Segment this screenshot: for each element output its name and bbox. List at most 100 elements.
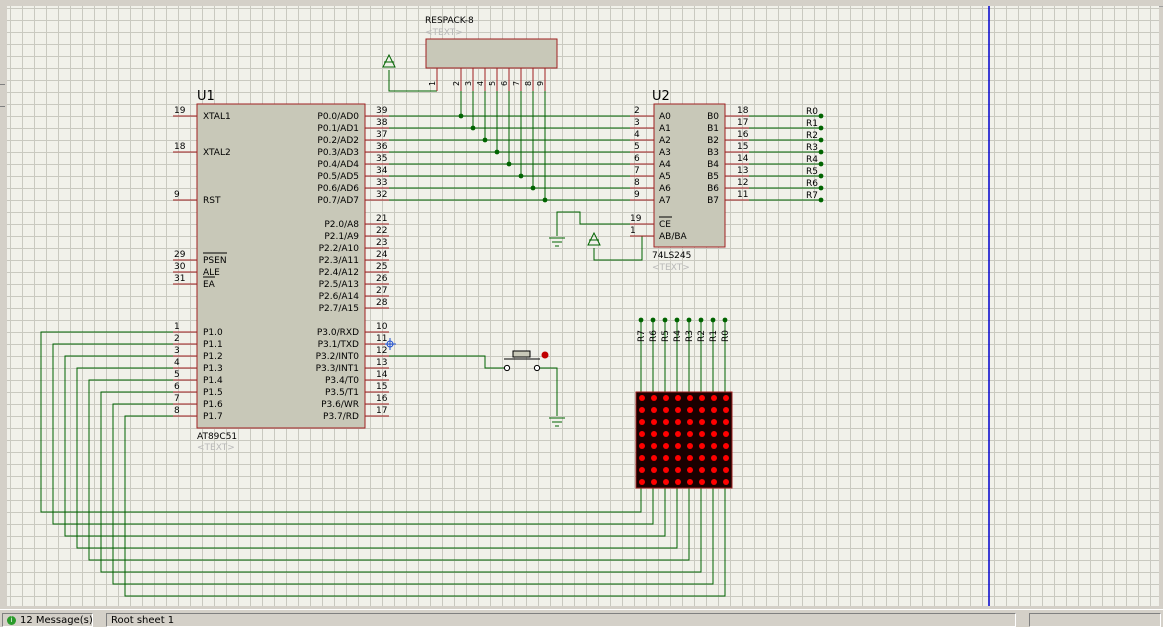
led-dot (711, 431, 717, 437)
junction-dot (650, 317, 656, 323)
led-dot (711, 443, 717, 449)
u1-ref: U1 (197, 89, 215, 104)
button-wire (389, 355, 506, 369)
schematic-drawing[interactable]: U1AT89C51<TEXT>19XTAL118XTAL29RST29PSEN3… (7, 6, 1159, 606)
respack-pin-number: 1 (428, 81, 437, 86)
net-label: R2 (806, 131, 818, 141)
u2-pin-number: 5 (634, 142, 640, 152)
coordinates-panel (1029, 613, 1161, 627)
junction-dot (818, 149, 824, 155)
led-dot (675, 443, 681, 449)
net-label: R3 (806, 143, 818, 153)
port1-wire (88, 379, 690, 561)
u1-body (196, 103, 366, 429)
led-dot (723, 455, 729, 461)
u1-pin-name: P0.0/AD0 (317, 112, 359, 122)
dir-wire (593, 248, 629, 261)
net-label: R6 (806, 179, 818, 189)
junction-dot (458, 113, 464, 119)
respack-ghost: <TEXT> (425, 28, 463, 38)
net-label: R1 (806, 119, 818, 129)
u2-pin-number: 3 (634, 118, 640, 128)
matrix-label: R6 (649, 330, 659, 342)
u1-pin-name: P3.3/INT1 (316, 364, 359, 374)
u1-pin-number: 29 (174, 250, 186, 260)
led-dot (651, 431, 657, 437)
led-dot (723, 395, 729, 401)
messages-panel[interactable]: i 12 Message(s) (2, 613, 93, 627)
u1-pin-name: P1.2 (203, 352, 223, 362)
u1-pin-number: 4 (174, 358, 180, 368)
u1-pin-number: 31 (174, 274, 185, 284)
respack-pin-number: 6 (500, 81, 509, 86)
u1-pin-number: 14 (376, 370, 388, 380)
messages-count: 12 Message(s) (20, 615, 93, 626)
respack-common-wire (388, 70, 437, 92)
u1-pin-number: 33 (376, 178, 387, 188)
led-dot (651, 395, 657, 401)
u1-pin-number: 11 (376, 334, 387, 344)
u2-pin-name: B2 (707, 136, 719, 146)
components (173, 38, 749, 489)
led-dot (663, 443, 669, 449)
led-matrix-body (635, 391, 733, 489)
net-label: R5 (806, 167, 818, 177)
junction-dot (818, 185, 824, 191)
junction-dot (482, 137, 488, 143)
port1-wire (100, 391, 702, 573)
port1-wire (64, 355, 666, 537)
junction-dot (662, 317, 668, 323)
u2-pin-number: 2 (634, 106, 640, 116)
u2-pin-number: 14 (737, 154, 749, 164)
u2-pin-name: B6 (707, 184, 719, 194)
u1-pin-name: P0.5/AD5 (317, 172, 359, 182)
junction-dot (818, 137, 824, 143)
led-dot (687, 479, 693, 485)
u1-pin-name: P3.0/RXD (317, 328, 359, 338)
u2-pin-name: B4 (707, 160, 719, 170)
led-dot (687, 395, 693, 401)
junction-dot (638, 317, 644, 323)
u1-pin-name: P0.1/AD1 (317, 124, 359, 134)
u1-pin-name: P3.5/T1 (325, 388, 359, 398)
led-dot (663, 455, 669, 461)
led-dot (639, 467, 645, 473)
led-dot (723, 467, 729, 473)
u1-pin-number: 13 (376, 358, 387, 368)
info-icon: i (7, 615, 16, 625)
u1-pin-number: 36 (376, 142, 388, 152)
u1-pin-number: 5 (174, 370, 180, 380)
u2-pin-number: 19 (630, 214, 642, 224)
u1-pin-number: 24 (376, 250, 388, 260)
led-dot (699, 479, 705, 485)
led-dot (723, 479, 729, 485)
u1-pin-name: P0.6/AD6 (317, 184, 359, 194)
u2-pin-number: 12 (737, 178, 748, 188)
matrix-label: R3 (685, 330, 695, 342)
u1-pin-number: 26 (376, 274, 388, 284)
junction-dot (710, 317, 716, 323)
u2-pin-name: B1 (707, 124, 719, 134)
respack-pin-number: 7 (512, 81, 521, 86)
u1-pin-name: P1.1 (203, 340, 223, 350)
u2-pin-number: 17 (737, 118, 748, 128)
u1-pin-name: XTAL2 (203, 148, 231, 158)
ce-ground-wire (556, 211, 630, 236)
respack-pin-number: 3 (464, 81, 473, 86)
u1-ghost: <TEXT> (197, 443, 235, 453)
u2-ghost: <TEXT> (652, 263, 690, 273)
led-dot (675, 407, 681, 413)
u1-pin-number: 34 (376, 166, 388, 176)
u1-pin-name: P0.3/AD3 (317, 148, 359, 158)
u1-pin-name: ALE (203, 268, 220, 278)
u1-pin-number: 10 (376, 322, 388, 332)
u1-pin-name: EA (203, 280, 216, 290)
led-dot (675, 431, 681, 437)
u1-pin-name: P2.4/A12 (319, 268, 359, 278)
u1-pin-number: 12 (376, 346, 387, 356)
u2-pin-name: B0 (707, 112, 719, 122)
junction-dot (494, 149, 500, 155)
u1-pin-name: P0.4/AD4 (317, 160, 359, 170)
